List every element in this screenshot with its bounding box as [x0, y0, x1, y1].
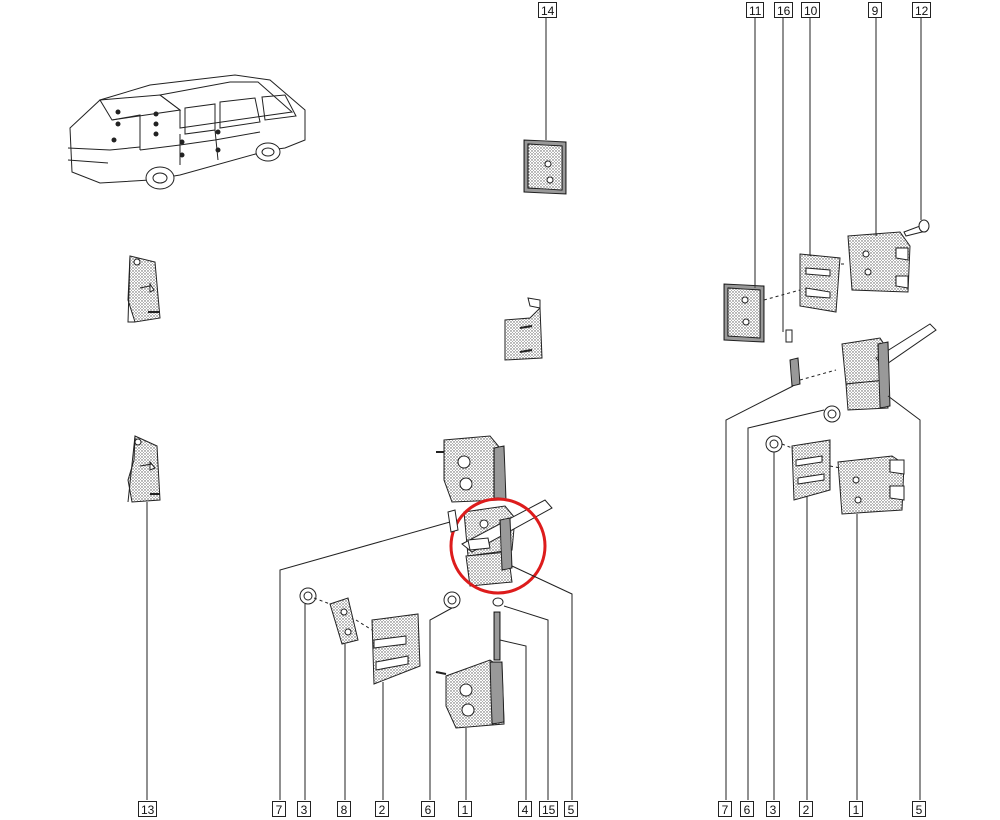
- left-hinge-upper: [127, 255, 161, 323]
- callout-16[interactable]: 16: [774, 2, 794, 18]
- callout-1-center[interactable]: 1: [458, 801, 472, 817]
- check-strap-right: [841, 323, 937, 800]
- callout-5-center[interactable]: 5: [564, 801, 578, 817]
- callout-4-center[interactable]: 4: [518, 801, 532, 817]
- callout-9[interactable]: 9: [868, 2, 882, 18]
- shim-8: [329, 597, 373, 800]
- lower-hinge-1-right: [837, 455, 905, 800]
- lower-hinge-1-center: [435, 659, 505, 800]
- shim-plate-11: [723, 18, 801, 343]
- callout-5-right[interactable]: 5: [912, 801, 926, 817]
- hinge-plate-9: [840, 18, 911, 293]
- nut-3-center: [299, 587, 331, 800]
- bolt-7-right: [725, 357, 837, 800]
- shim-2-center: [371, 613, 421, 800]
- callout-2-center[interactable]: 2: [375, 801, 389, 817]
- callout-2-right[interactable]: 2: [799, 801, 813, 817]
- shim-10: [799, 18, 841, 313]
- callout-3-right[interactable]: 3: [766, 801, 780, 817]
- callout-3-center[interactable]: 3: [297, 801, 311, 817]
- callout-6-right[interactable]: 6: [740, 801, 754, 817]
- left-hinge-lower: [127, 435, 161, 800]
- nut-6-right: [747, 405, 841, 800]
- shim-plate-14: [523, 18, 567, 195]
- callout-6-center[interactable]: 6: [421, 801, 435, 817]
- pin-16: [782, 18, 793, 343]
- nut-3-right: [765, 435, 793, 800]
- shim-2-right: [791, 439, 841, 800]
- nut-6-center: [429, 591, 461, 800]
- door-check-strap: [461, 499, 553, 587]
- callout-12[interactable]: 12: [912, 2, 932, 18]
- hinge-pin-4: [493, 611, 527, 800]
- callout-11[interactable]: 11: [746, 2, 765, 18]
- callout-13[interactable]: 13: [138, 801, 158, 817]
- callout-14[interactable]: 14: [538, 2, 558, 18]
- vehicle-illustration: [67, 74, 306, 190]
- center-upper-hinge: [436, 435, 507, 503]
- callout-7-center[interactable]: 7: [272, 801, 286, 817]
- callout-15-center[interactable]: 15: [539, 801, 559, 817]
- bolt-15: [492, 597, 549, 800]
- callout-1-right[interactable]: 1: [849, 801, 863, 817]
- callout-7-right[interactable]: 7: [718, 801, 732, 817]
- highlight-circle: [449, 497, 547, 595]
- callout-10[interactable]: 10: [801, 2, 821, 18]
- bolt-12: [903, 18, 930, 237]
- small-bracket-center: [504, 297, 543, 361]
- callout-8-center[interactable]: 8: [337, 801, 351, 817]
